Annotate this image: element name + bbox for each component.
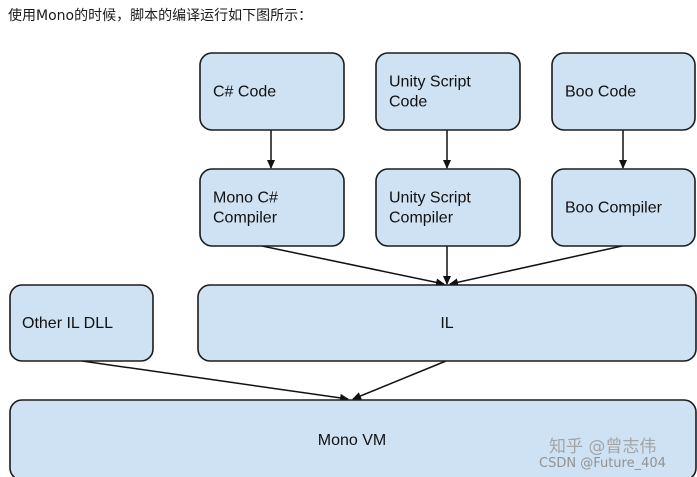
- node-label-mono-vm-line-1: Mono VM: [318, 432, 386, 449]
- caption-text: 使用Mono的时候，脚本的编译运行如下图所示：: [8, 8, 313, 24]
- edge-other-il-dll-to-mono-vm: [81, 360, 349, 402]
- node-box-csharp-code: [199, 52, 345, 131]
- edge-boo-compiler-to-il: [449, 245, 623, 287]
- node-mono-csharp-compiler: Mono C# Compiler: [199, 168, 345, 247]
- node-label-unity-script-compiler-line-1: Unity Script: [389, 190, 471, 207]
- node-label-il-line-1: IL: [440, 315, 453, 332]
- edge-mono-csharp-compiler-to-il: [261, 245, 445, 287]
- node-csharp-code: C# Code: [199, 52, 345, 131]
- node-label-mono-csharp-compiler-line-1: Mono C#: [213, 190, 278, 207]
- node-il: IL: [197, 284, 697, 362]
- edges-layer: [81, 130, 627, 402]
- node-label-unity-script-code-line-2: Code: [389, 94, 427, 111]
- watermark-csdn: CSDN @Future_404: [539, 456, 666, 471]
- node-box-il: [197, 284, 697, 362]
- node-label-boo-compiler-line-1: Boo Compiler: [565, 200, 663, 217]
- node-box-boo-compiler: [551, 168, 696, 247]
- node-label-boo-code-line-1: Boo Code: [565, 84, 636, 101]
- node-label-unity-script-code-line-1: Unity Script: [389, 74, 471, 91]
- node-label-mono-csharp-compiler-line-2: Compiler: [213, 210, 278, 227]
- node-boo-code: Boo Code: [551, 52, 696, 131]
- node-boo-compiler: Boo Compiler: [551, 168, 696, 247]
- node-mono-vm: Mono VM: [9, 399, 697, 477]
- edge-il-to-mono-vm: [352, 360, 447, 400]
- node-box-unity-script-compiler: [375, 168, 521, 247]
- watermark-layer: 知乎 @曾志伟 CSDN @Future_404: [539, 437, 666, 471]
- node-box-boo-code: [551, 52, 696, 131]
- node-box-mono-csharp-compiler: [199, 168, 345, 247]
- node-label-csharp-code-line-1: C# Code: [213, 84, 276, 101]
- node-box-unity-script-code: [375, 52, 521, 131]
- node-label-other-il-dll-line-1: Other IL DLL: [22, 315, 113, 332]
- watermark-zhihu: 知乎 @曾志伟: [549, 437, 656, 457]
- node-box-mono-vm: [9, 399, 697, 477]
- node-other-il-dll: Other IL DLL: [9, 284, 154, 362]
- node-label-unity-script-compiler-line-2: Compiler: [389, 210, 454, 227]
- node-box-other-il-dll: [9, 284, 154, 362]
